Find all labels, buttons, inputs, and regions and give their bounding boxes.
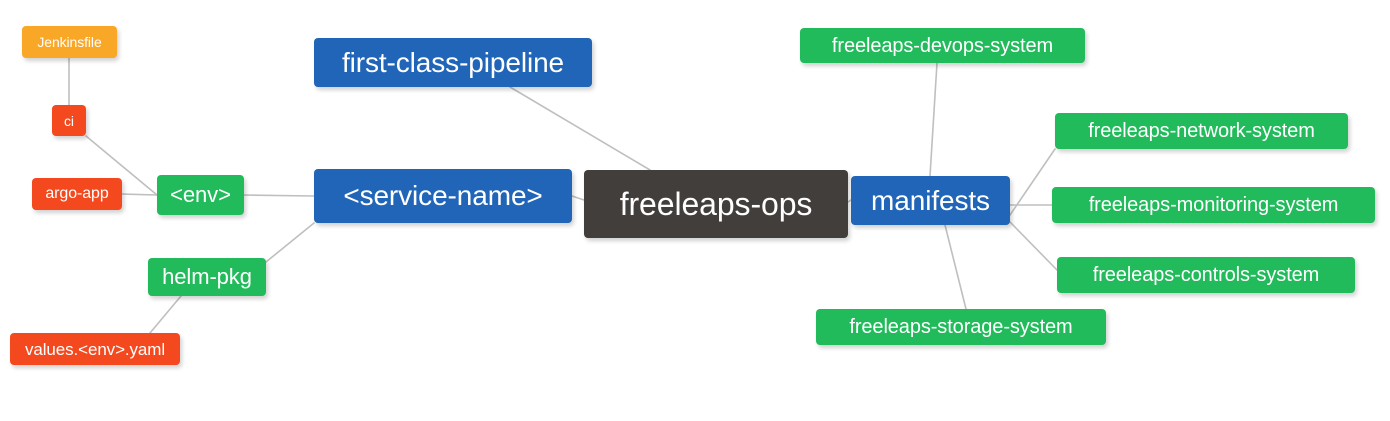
edge-first-class-pipeline-to-freeleaps-ops	[509, 86, 651, 171]
node-helm-pkg[interactable]: helm-pkg	[148, 258, 266, 296]
node-monitoring-system[interactable]: freeleaps-monitoring-system	[1052, 187, 1375, 223]
node-values-yaml[interactable]: values.<env>.yaml	[10, 333, 180, 365]
edge-manifests-to-controls-system	[1009, 221, 1058, 271]
node-network-system[interactable]: freeleaps-network-system	[1055, 113, 1348, 149]
node-label-devops-system: freeleaps-devops-system	[831, 34, 1054, 57]
node-devops-system[interactable]: freeleaps-devops-system	[800, 28, 1085, 63]
node-label-service-name: <service-name>	[343, 180, 543, 211]
node-label-values-yaml: values.<env>.yaml	[24, 339, 166, 359]
node-argo-app[interactable]: argo-app	[32, 178, 122, 210]
node-label-jenkinsfile: Jenkinsfile	[37, 34, 102, 50]
node-label-ci: ci	[64, 112, 74, 129]
node-label-env: <env>	[170, 182, 231, 207]
node-label-storage-system: freeleaps-storage-system	[849, 316, 1073, 338]
node-controls-system[interactable]: freeleaps-controls-system	[1057, 257, 1355, 293]
node-service-name[interactable]: <service-name>	[314, 169, 572, 223]
node-freeleaps-ops[interactable]: freeleaps-ops	[584, 170, 848, 238]
edge-manifests-to-network-system	[1009, 148, 1056, 216]
node-label-manifests: manifests	[871, 184, 990, 216]
node-env[interactable]: <env>	[157, 175, 244, 215]
edge-manifests-to-storage-system	[944, 224, 967, 310]
edge-env-to-service-name	[243, 194, 315, 197]
node-first-class-pipeline[interactable]: first-class-pipeline	[314, 38, 592, 87]
node-label-helm-pkg: helm-pkg	[162, 264, 252, 289]
node-label-network-system: freeleaps-network-system	[1088, 120, 1315, 142]
node-label-argo-app: argo-app	[45, 185, 109, 202]
node-label-first-class-pipeline: first-class-pipeline	[341, 46, 565, 78]
edge-argo-app-to-env	[121, 193, 158, 196]
node-label-controls-system: freeleaps-controls-system	[1092, 264, 1320, 286]
node-label-monitoring-system: freeleaps-monitoring-system	[1088, 194, 1339, 216]
edge-helm-pkg-to-service-name	[265, 222, 315, 263]
node-jenkinsfile[interactable]: Jenkinsfile	[22, 26, 117, 58]
node-label-freeleaps-ops: freeleaps-ops	[619, 186, 813, 222]
node-manifests[interactable]: manifests	[851, 176, 1010, 225]
node-ci[interactable]: ci	[52, 105, 86, 136]
edge-values-yaml-to-helm-pkg	[149, 295, 182, 334]
node-storage-system[interactable]: freeleaps-storage-system	[816, 309, 1106, 345]
edge-service-name-to-freeleaps-ops	[571, 195, 585, 201]
edge-devops-system-to-manifests	[929, 62, 938, 177]
